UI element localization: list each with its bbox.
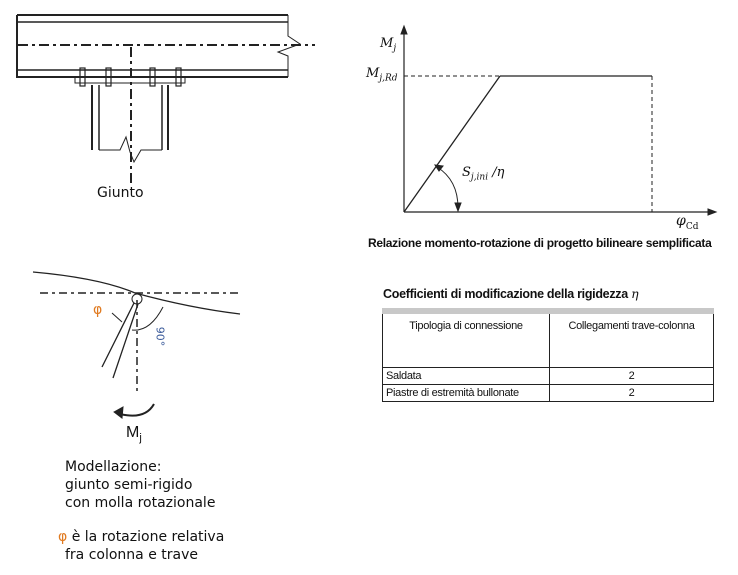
moment-arrow [119,403,155,417]
beam-column-joint-drawing [16,14,315,185]
y-axis-label: Mj [380,36,396,54]
type-cell: Piastre di estremità bullonate [382,383,550,402]
table-title: Coefficienti di modificazione della rigi… [383,286,639,301]
slope-main: S [462,165,471,180]
semi-rigid-model-drawing [32,271,241,419]
value-cell: 2 [549,366,714,385]
description-line: Modellazione: [65,459,162,475]
elastic-branch [403,75,501,213]
y-label-main: M [380,36,394,51]
yield-sub: j,Rd [379,73,398,84]
joint-caption: Giunto [97,185,144,201]
phi-symbol: φ [58,529,68,545]
stiffness-label: Sj,ini /η [462,165,504,183]
slope-sub: j,ini [470,172,489,183]
phi-text-line: fra colonna e trave [65,547,198,563]
phi-text-line: è la rotazione relativa [67,529,225,545]
description-line: con molla rotazionale [65,495,216,511]
x-label-main: φ [676,213,686,229]
phi-description: φ è la rotazione relativa fra colonna e … [58,528,224,564]
table-header-row: Tipologia di connessione Collegamenti tr… [382,310,714,368]
moment-label: Mj [126,424,142,444]
table-row: Saldata 2 [382,366,714,385]
description-line: giunto semi-rigido [65,477,193,493]
yield-main: M [366,66,380,81]
header-cell: Tipologia di connessione [382,310,550,368]
x-axis-label: φCd [676,213,698,232]
slope-suffix: /η [488,165,505,180]
type-cell: Saldata [382,366,550,385]
angle-label: 90° [153,326,167,347]
x-label-sub: Cd [685,221,699,232]
moment-main: M [126,424,140,441]
phi-label: φ [93,302,103,318]
table-title-text: Coefficienti di modificazione della rigi… [383,287,628,301]
model-description: Modellazione: giunto semi-rigido con mol… [65,458,215,512]
moment-rotation-chart [400,24,718,216]
table-row: Piastre di estremità bullonate 2 [382,383,714,402]
header-cell: Collegamenti trave-colonna [549,310,714,368]
chart-caption: Relazione momento-rotazione di progetto … [368,236,712,250]
yield-moment-label: Mj,Rd [366,66,398,84]
rotational-spring-icon [131,293,143,305]
stiffness-coefficients-table: Tipologia di connessione Collegamenti tr… [382,308,714,402]
eta-symbol: η [631,286,639,301]
y-label-sub: j [393,43,397,54]
stiffness-arc [436,166,459,209]
value-cell: 2 [549,383,714,402]
moment-sub: j [139,432,142,445]
